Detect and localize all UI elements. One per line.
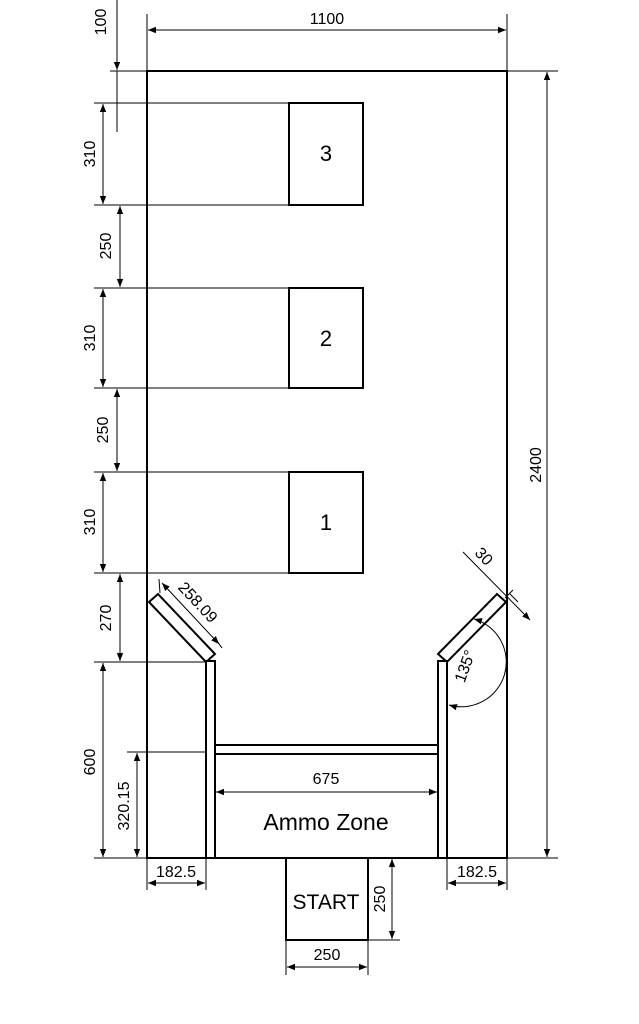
target-2: 2 — [288, 287, 364, 389]
target-2-label: 2 — [320, 326, 332, 351]
dim-start-height-label: 250 — [372, 886, 389, 913]
target-1: 1 — [288, 471, 364, 574]
dim-ammo-width: 675 — [216, 771, 437, 796]
dim-barrier-height-label: 600 — [82, 749, 99, 776]
dim-gap-2-1: 250 — [95, 389, 121, 471]
dim-total-height: 2400 — [508, 70, 558, 859]
dim-target-1-height-label: 310 — [82, 509, 99, 536]
dim-top-gap: 100 — [93, 0, 147, 132]
start-zone: START — [285, 857, 369, 941]
dim-total-height-label: 2400 — [528, 447, 545, 483]
target-1-label: 1 — [320, 510, 332, 535]
dim-ammo-depth: 320.15 — [116, 753, 141, 857]
dim-side-right-label: 182.5 — [457, 864, 497, 881]
dim-side-right: 182.5 — [446, 858, 508, 890]
dim-side-left: 182.5 — [146, 858, 207, 890]
left-barrier — [147, 592, 217, 859]
dim-gap-2-1-label: 250 — [95, 417, 112, 444]
dim-barrier-gap-label: 270 — [98, 605, 115, 632]
dim-target-3-height: 310 — [82, 104, 107, 204]
dim-target-2-height: 310 — [82, 289, 107, 387]
target-3-label: 3 — [320, 141, 332, 166]
dim-total-width-label: 1100 — [310, 11, 345, 28]
ammo-zone-label: Ammo Zone — [263, 809, 388, 835]
start-zone-label: START — [293, 891, 360, 914]
dim-target-2-height-label: 310 — [82, 325, 99, 352]
dim-gap-3-2-label: 250 — [98, 233, 115, 260]
dim-diagonal-thickness-label: 30 — [471, 545, 496, 570]
dim-top-gap-label: 100 — [93, 9, 110, 36]
dim-start-width-label: 250 — [314, 947, 341, 964]
dim-barrier-height: 600 — [82, 663, 107, 857]
dim-side-left-label: 182.5 — [156, 864, 196, 881]
dim-gap-3-2: 250 — [98, 206, 124, 287]
dim-extension-lines — [94, 102, 288, 859]
field-outline — [146, 70, 508, 859]
dim-barrier-gap: 270 — [98, 574, 124, 661]
dim-total-width: 1100 — [146, 11, 508, 70]
dim-start-width: 250 — [285, 940, 369, 975]
dim-target-3-height-label: 310 — [82, 141, 99, 168]
dim-ammo-width-label: 675 — [313, 771, 340, 788]
dim-start-height: 250 — [368, 859, 400, 941]
ammo-zone: Ammo Zone — [214, 744, 439, 835]
dim-ammo-depth-label: 320.15 — [116, 781, 133, 830]
target-3: 3 — [288, 102, 364, 206]
dim-target-1-height: 310 — [82, 473, 107, 572]
